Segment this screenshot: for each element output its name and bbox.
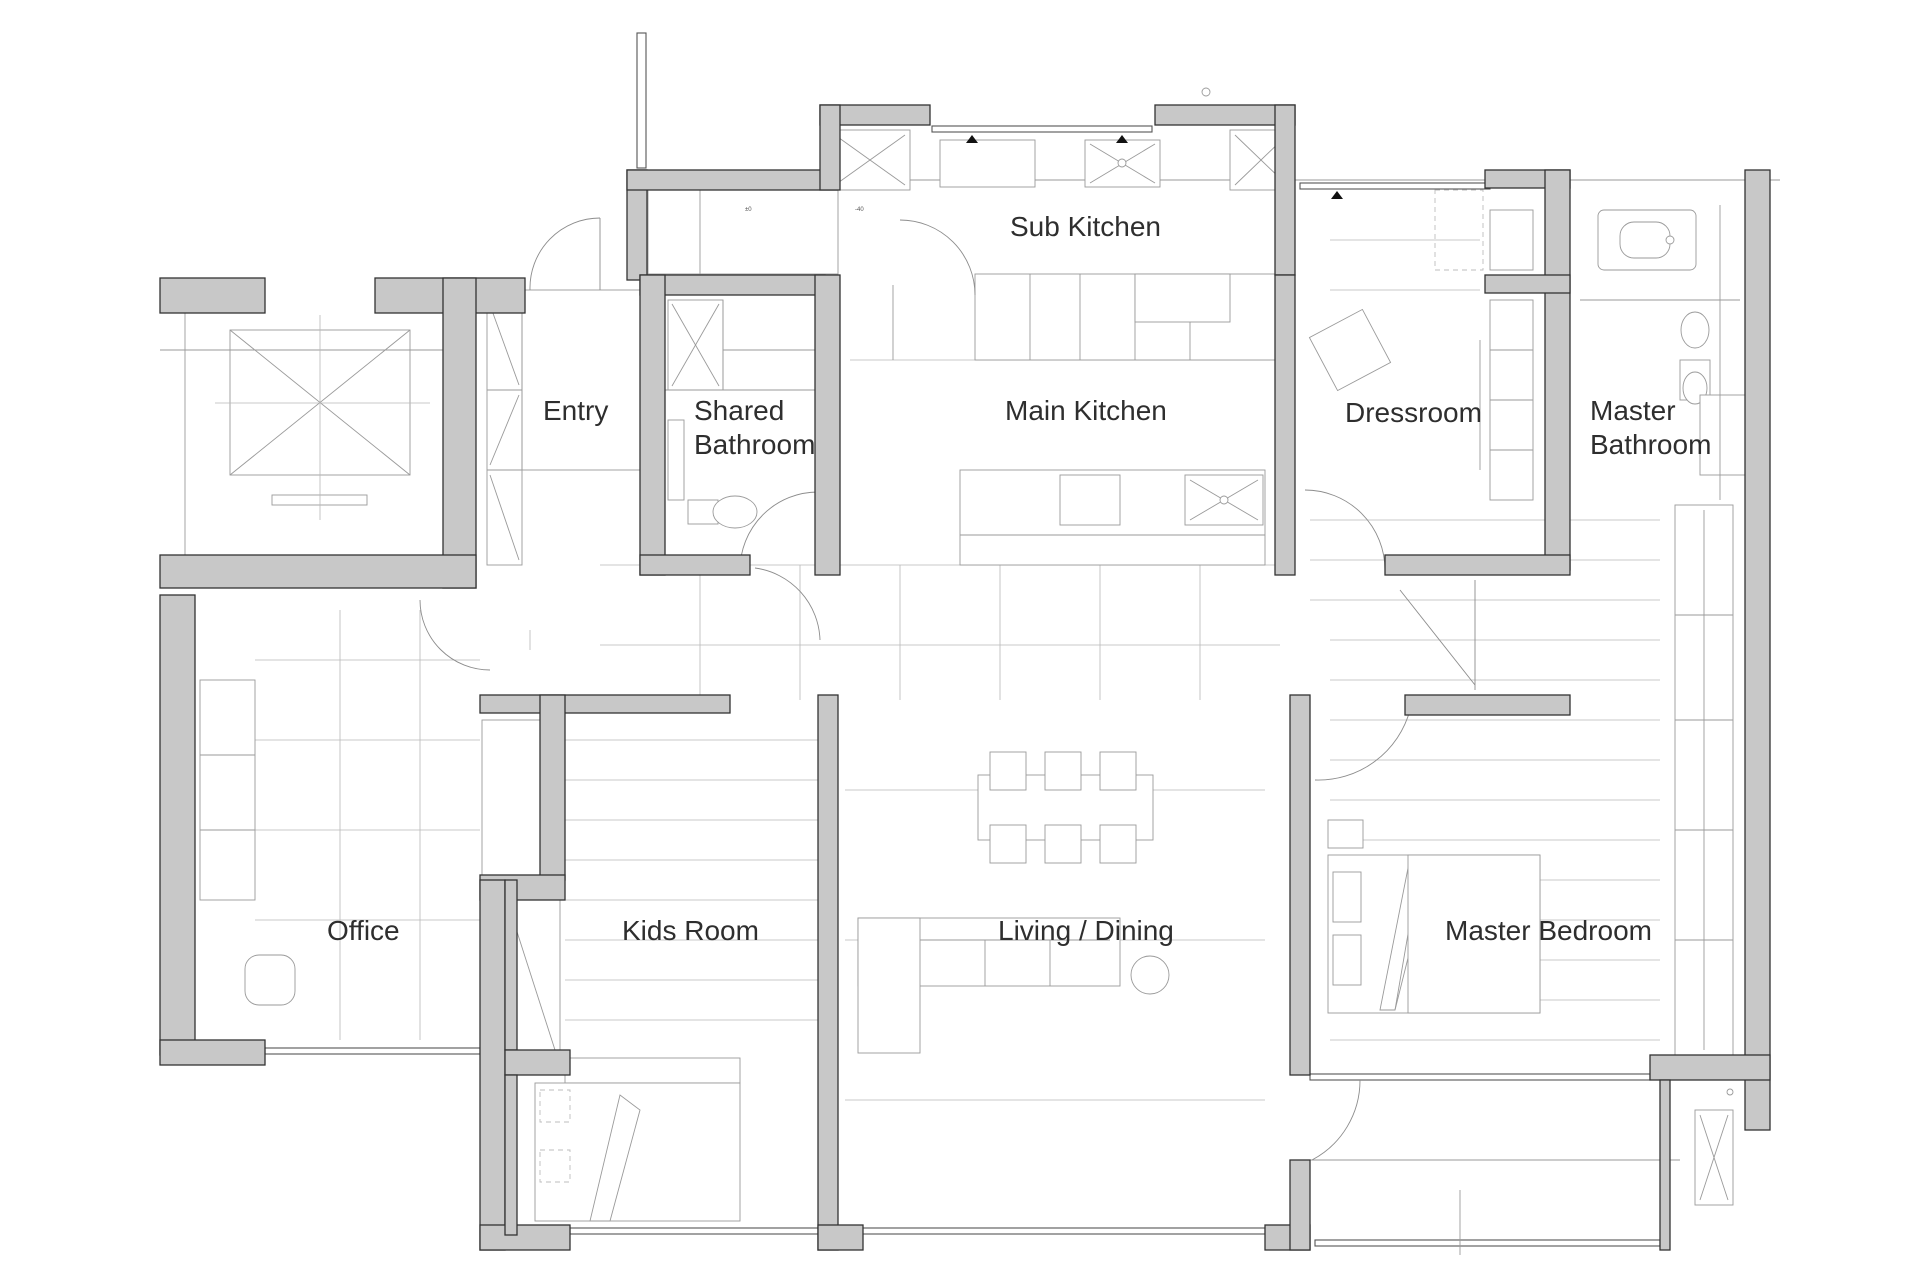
balcony-closet xyxy=(1694,1088,1734,1206)
label-entry: Entry xyxy=(543,395,608,426)
dressroom-fixtures xyxy=(1308,189,1534,501)
sofa xyxy=(857,917,1170,1054)
room-labels: Sub Kitchen Entry Shared Bathroom Main K… xyxy=(327,211,1711,946)
shared-bathroom-fixtures xyxy=(665,299,815,529)
master-bed xyxy=(1327,819,1541,1014)
main-kitchen-counter xyxy=(892,273,1276,566)
svg-text:±0: ±0 xyxy=(745,207,752,213)
label-master-bedroom: Master Bedroom xyxy=(1445,915,1652,946)
label-main-kitchen: Main Kitchen xyxy=(1005,395,1167,426)
walls xyxy=(159,104,1771,1251)
dining-table xyxy=(977,751,1154,864)
door-swings xyxy=(419,217,1476,1161)
label-kids-room: Kids Room xyxy=(622,915,759,946)
label-shared-bathroom-1: Shared xyxy=(694,395,784,426)
master-wardrobe xyxy=(1674,504,1734,1056)
label-sub-kitchen: Sub Kitchen xyxy=(1010,211,1161,242)
label-office: Office xyxy=(327,915,400,946)
label-shared-bathroom-2: Bathroom xyxy=(694,429,815,460)
kids-bed xyxy=(534,1057,741,1222)
master-bathroom-fixtures xyxy=(1580,205,1746,500)
svg-text:-40: -40 xyxy=(855,207,864,213)
elevator-shaft xyxy=(215,315,430,520)
label-master-bathroom-2: Bathroom xyxy=(1590,429,1711,460)
entry-cabinets xyxy=(486,289,645,566)
label-master-bathroom-1: Master xyxy=(1590,395,1676,426)
exterior-lines xyxy=(160,32,1780,1255)
label-dressroom: Dressroom xyxy=(1345,397,1482,428)
label-living-dining: Living / Dining xyxy=(998,915,1174,946)
